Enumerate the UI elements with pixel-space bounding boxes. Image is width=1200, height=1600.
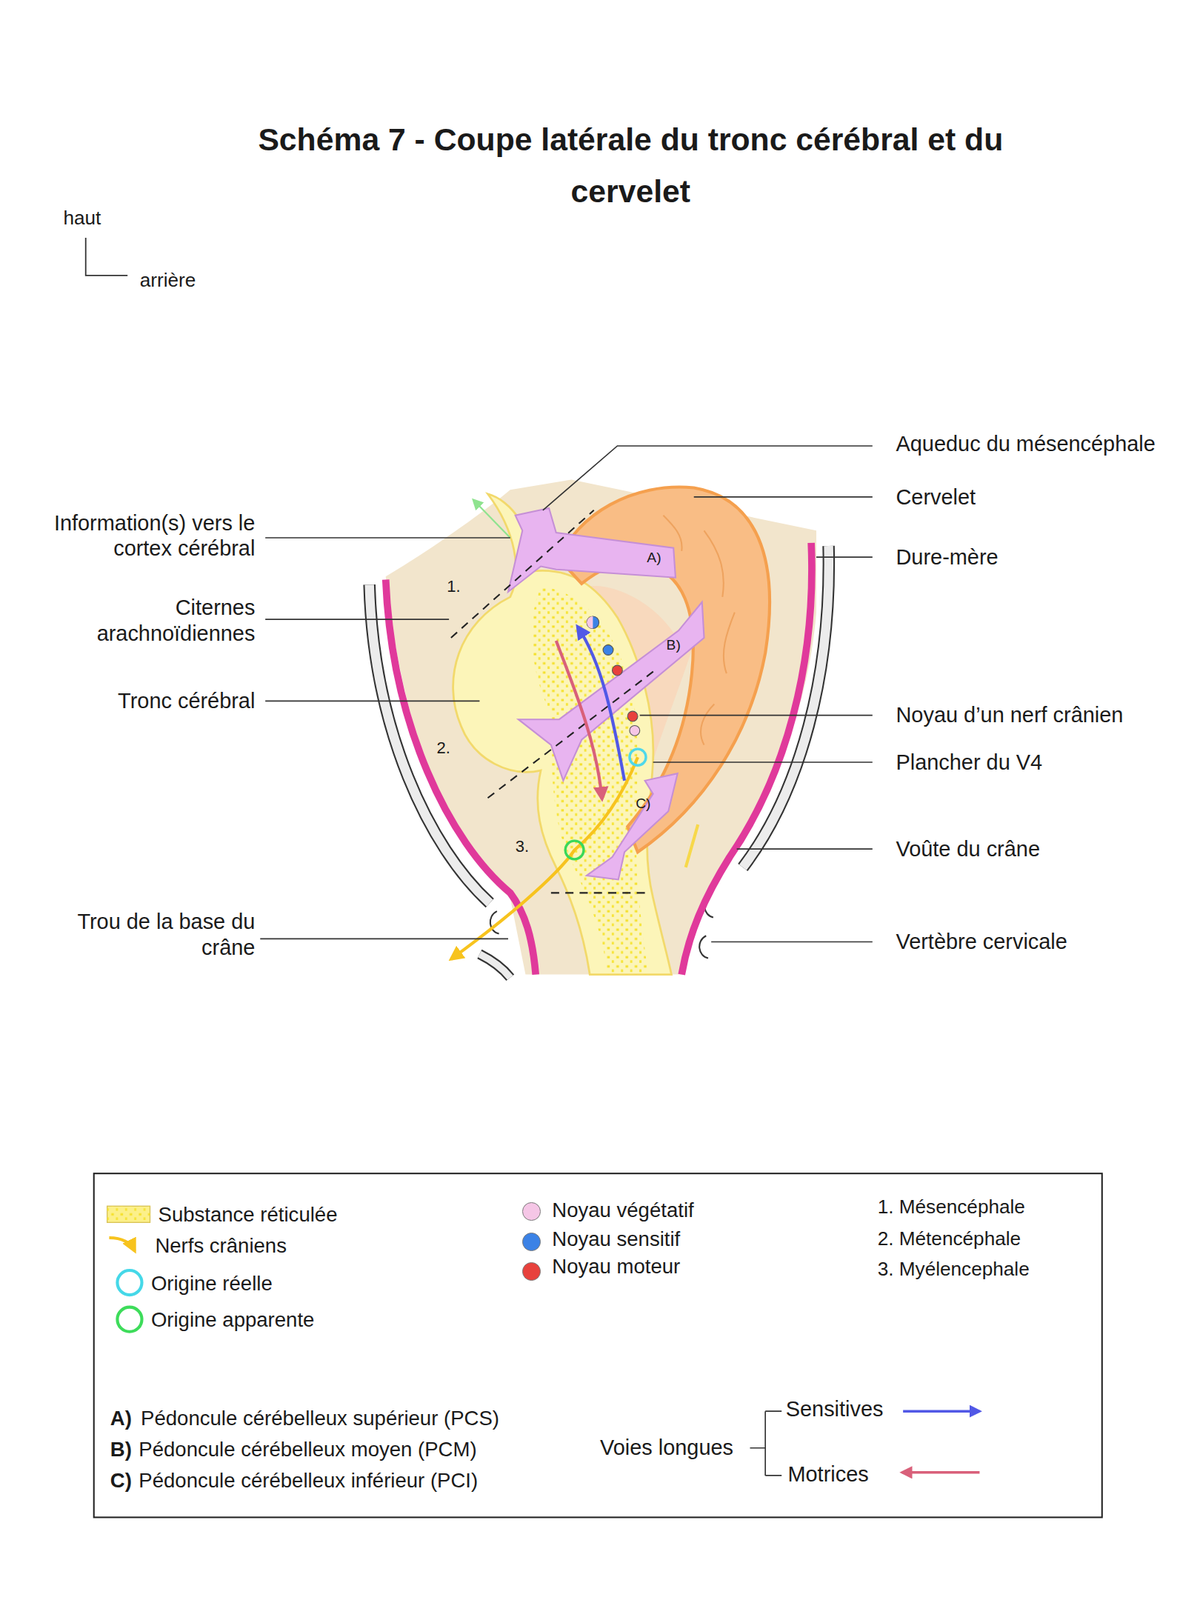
bracket <box>750 1411 783 1476</box>
peduncle-letter: A) <box>646 548 661 566</box>
cortex-arrow <box>473 500 511 538</box>
region-key: 2. Métencéphale <box>877 1227 1021 1251</box>
region-number: 1. <box>446 577 460 597</box>
apparent-origin <box>565 840 584 860</box>
axis-label: arrière <box>140 268 197 292</box>
motor-nucleus <box>612 665 623 676</box>
sensory-sample <box>902 1409 980 1412</box>
division-lines <box>451 510 657 894</box>
nerve-sample <box>108 1237 135 1252</box>
mixed-nucleus <box>586 616 600 629</box>
cranial-nerve <box>451 757 638 960</box>
sensory-tract <box>577 626 625 781</box>
axis-label: haut <box>62 206 101 230</box>
legend-text: Origine apparente <box>151 1307 315 1332</box>
mixed-nucleus-half <box>586 616 593 629</box>
reticular-swatch <box>107 1205 151 1223</box>
peduncle-key-letter: A) <box>110 1405 132 1431</box>
arachnoid-cisterns <box>385 479 817 975</box>
real-origin-sample <box>117 1270 142 1295</box>
legend-text: Noyau sensitif <box>551 1226 680 1252</box>
tract-heading: Voies longues <box>600 1434 734 1461</box>
legend-text: Origine réelle <box>151 1271 273 1296</box>
skull-base <box>479 954 510 978</box>
superior-peduncle <box>508 508 676 592</box>
legend-text: Substance réticulée <box>158 1202 338 1227</box>
peduncle-key: Pédoncule cérébelleux supérieur (PCS) <box>140 1405 500 1431</box>
region-key: 3. Myélencephale <box>877 1257 1030 1281</box>
leader-lines <box>260 445 873 942</box>
reticular-formation <box>531 586 649 975</box>
legend-swatch <box>522 1262 541 1281</box>
title: Schéma 7 - Coupe latérale du tronc céréb… <box>227 113 1034 218</box>
motor-tract <box>556 640 603 800</box>
apparent-origin-sample <box>117 1307 142 1332</box>
legend-text: Motrices <box>787 1461 869 1488</box>
legend-frame <box>94 1173 1103 1518</box>
region-number: 3. <box>515 837 529 857</box>
legend-text: Noyau moteur <box>551 1254 680 1279</box>
legend-swatch <box>522 1232 541 1252</box>
motor-nucleus <box>627 711 638 722</box>
peduncle-key: Pédoncule cérébelleux moyen (PCM) <box>138 1437 477 1462</box>
callout-label: Voûte du crâne <box>895 836 1040 863</box>
region-key: 1. Mésencéphale <box>877 1195 1026 1219</box>
vertebra-hook <box>699 935 709 958</box>
peduncle-letter: C) <box>635 794 651 812</box>
region-number: 2. <box>437 738 451 758</box>
callout-label: Aqueduc du mésencéphale <box>895 431 1155 458</box>
callout-label: Vertèbre cervicale <box>895 928 1067 955</box>
callout-label: Noyau d’un nerf crânien <box>895 702 1123 729</box>
motor-sample <box>902 1471 980 1474</box>
callout-label: Dure-mère <box>895 544 998 571</box>
callout-label: Information(s) vers le cortex cérébral <box>10 510 256 562</box>
callout-label: Citernes arachnoïdiennes <box>51 594 256 646</box>
peduncle-key-letter: B) <box>110 1437 132 1462</box>
legend-text: Sensitives <box>785 1396 884 1423</box>
callout-label: Trou de la base du crâne <box>56 908 256 960</box>
callout-label: Tronc cérébral <box>117 688 255 715</box>
legend-text: Noyau végétatif <box>551 1197 694 1223</box>
callout-label: Plancher du V4 <box>895 749 1043 776</box>
vegetative-nucleus <box>629 725 640 736</box>
callout-label: Cervelet <box>895 484 976 511</box>
nerve-fragment <box>685 824 699 868</box>
peduncle-key: Pédoncule cérébelleux inférieur (PCI) <box>138 1468 478 1493</box>
reticular-swatch-pattern <box>107 1205 151 1223</box>
peduncle-key-letter: C) <box>110 1468 132 1493</box>
skull-base <box>479 954 510 978</box>
axis-lines <box>85 237 128 276</box>
real-origin <box>629 748 646 766</box>
peduncle-letter: B) <box>666 636 681 654</box>
legend-text: Nerfs crâniens <box>154 1233 287 1258</box>
legend-swatch <box>522 1202 541 1221</box>
sensory-nucleus <box>602 645 614 656</box>
